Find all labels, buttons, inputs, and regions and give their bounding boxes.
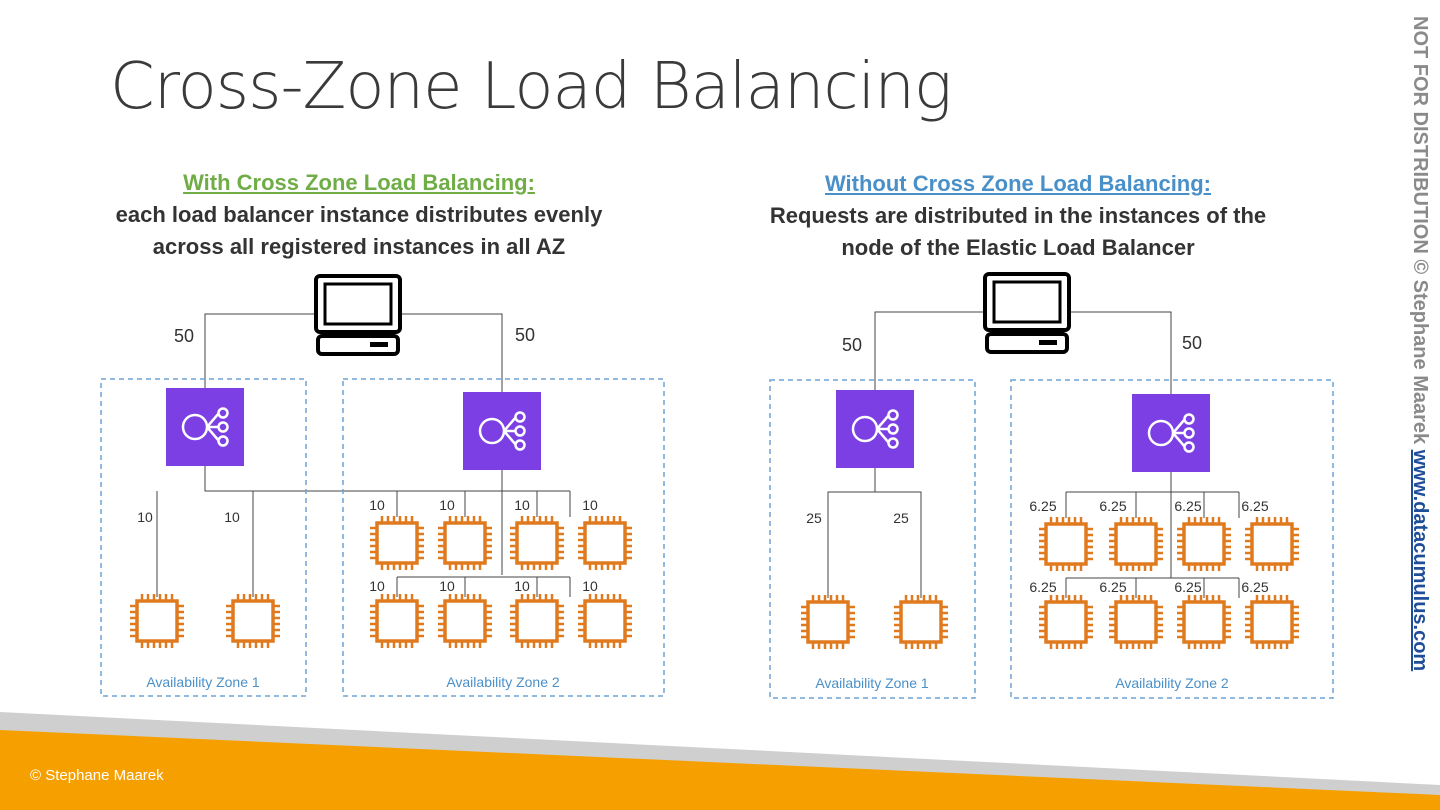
- zone-1-boundary: [769, 379, 976, 699]
- weight-label: 10: [369, 578, 385, 594]
- ec2-instance-icon: [226, 594, 280, 648]
- zone-2-boundary: [1010, 379, 1334, 699]
- ec2-instance-icon: [510, 516, 564, 570]
- left-heading: With Cross Zone Load Balancing:: [183, 170, 535, 195]
- ec2-instance-icon: [130, 594, 184, 648]
- icons-layer: [130, 272, 1299, 649]
- ec2-instance-icon: [1039, 517, 1093, 571]
- weight-label: 10: [439, 497, 455, 513]
- zone-1-label: Availability Zone 1: [146, 674, 260, 690]
- weight-label: 10: [514, 497, 530, 513]
- ec2-instance-icon: [1109, 517, 1163, 571]
- weight-label: 10: [582, 497, 598, 513]
- ec2-instance-icon: [1109, 595, 1163, 649]
- zone-2-label: Availability Zone 2: [446, 674, 560, 690]
- client-split-right-b: 50: [1182, 333, 1202, 353]
- website-link[interactable]: www.datacumulus.com: [1409, 449, 1431, 672]
- ec2-instance-icon: [894, 595, 948, 649]
- ec2-instance-icon: [801, 595, 855, 649]
- left-caption: With Cross Zone Load Balancing: each loa…: [70, 167, 648, 263]
- load-balancer-icon: [166, 388, 244, 466]
- weight-label: 10: [224, 509, 240, 525]
- ec2-instance-icon: [578, 516, 632, 570]
- zone-1-label: Availability Zone 1: [815, 675, 929, 691]
- load-balancer-icon: [836, 390, 914, 468]
- ec2-instance-icon: [1245, 595, 1299, 649]
- weight-label: 6.25: [1174, 579, 1201, 595]
- footer-copyright: © Stephane Maarek: [30, 767, 164, 784]
- right-heading: Without Cross Zone Load Balancing:: [824, 171, 1212, 196]
- weight-label: 6.25: [1029, 579, 1056, 595]
- weight-label: 6.25: [1099, 498, 1126, 514]
- ec2-instance-icon: [510, 594, 564, 648]
- client-split-right-a: 50: [842, 335, 862, 355]
- right-desc-line1: Requests are distributed in the instance…: [769, 203, 1267, 228]
- left-desc-line1: each load balancer instance distributes …: [115, 202, 603, 227]
- weight-label: 6.25: [1174, 498, 1201, 514]
- client-split-left-b: 50: [515, 325, 535, 345]
- zone-2-label: Availability Zone 2: [1115, 675, 1229, 691]
- ec2-instance-icon: [370, 594, 424, 648]
- ec2-instance-icon: [578, 594, 632, 648]
- weight-label: 25: [806, 510, 822, 526]
- ec2-instance-icon: [1039, 595, 1093, 649]
- client-computer-icon: [983, 272, 1071, 354]
- weight-label: 10: [582, 578, 598, 594]
- ec2-instance-icon: [370, 516, 424, 570]
- footer-band: [0, 712, 1440, 810]
- ec2-instance-icon: [1177, 517, 1231, 571]
- distribution-notice: NOT FOR DISTRIBUTION © Stephane Maarek: [1409, 16, 1431, 450]
- right-caption: Without Cross Zone Load Balancing: Reque…: [740, 168, 1296, 264]
- client-split-left-a: 50: [174, 326, 194, 346]
- ec2-instance-icon: [1245, 517, 1299, 571]
- weight-label: 6.25: [1099, 579, 1126, 595]
- weight-label: 10: [369, 497, 385, 513]
- weight-label: 6.25: [1029, 498, 1056, 514]
- weight-label: 6.25: [1241, 579, 1268, 595]
- weight-label: 10: [439, 578, 455, 594]
- ec2-instance-icon: [438, 516, 492, 570]
- right-diagram: Availability Zone 1 Availability Zone 2 …: [769, 311, 1334, 699]
- left-diagram: Availability Zone 1 Availability Zone 2 …: [100, 313, 665, 697]
- load-balancer-icon: [463, 392, 541, 470]
- weight-label: 10: [137, 509, 153, 525]
- zone-1-boundary: [100, 378, 307, 697]
- load-balancer-icon: [1132, 394, 1210, 472]
- left-desc-line2: across all registered instances in all A…: [152, 234, 566, 259]
- zone-2-boundary: [342, 378, 665, 697]
- page-title: Cross-Zone Load Balancing: [110, 50, 952, 124]
- ec2-instance-icon: [438, 594, 492, 648]
- ec2-instance-icon: [1177, 595, 1231, 649]
- weight-label: 25: [893, 510, 909, 526]
- weight-label: 6.25: [1241, 498, 1268, 514]
- client-computer-icon: [314, 274, 402, 356]
- right-desc-line2: node of the Elastic Load Balancer: [841, 235, 1195, 260]
- weight-label: 10: [514, 578, 530, 594]
